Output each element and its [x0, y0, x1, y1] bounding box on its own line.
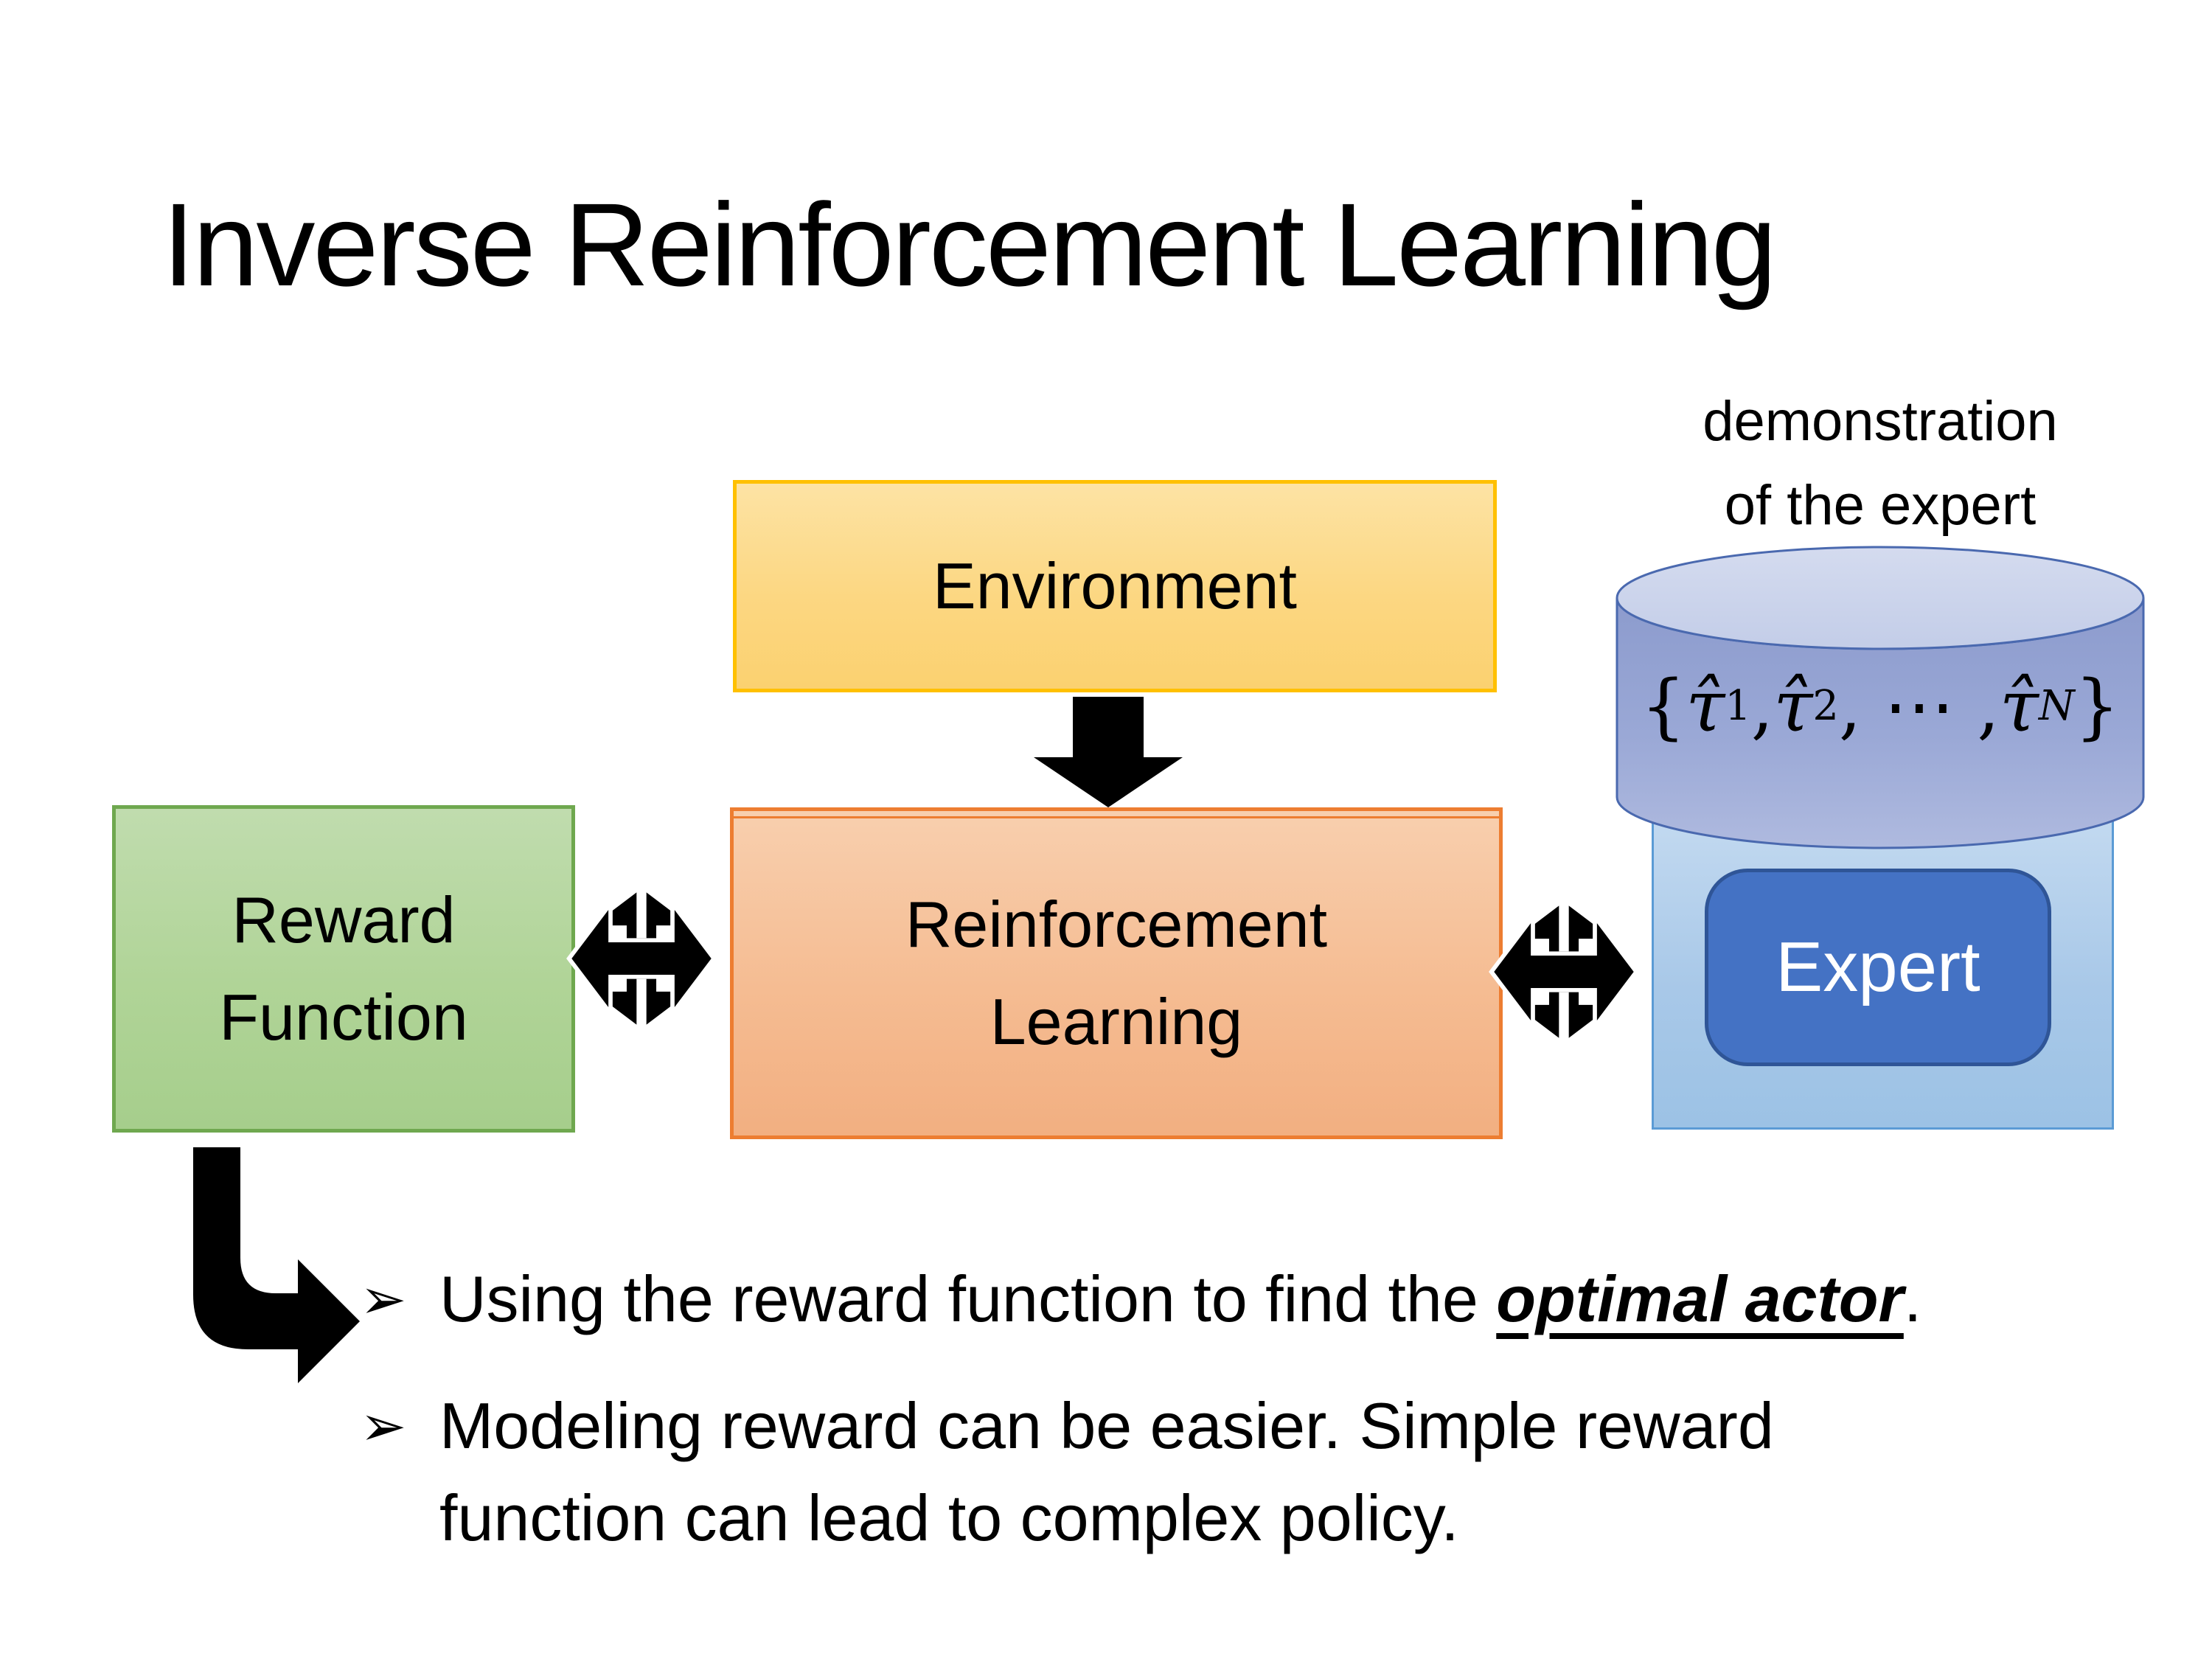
bullet-2-line2: function can lead to complex policy. [439, 1481, 1459, 1554]
reinforcement-learning-box: Reinforcement Learning [730, 807, 1503, 1139]
bullet-item-2: ➢ Modeling reward can be easier. Simple … [360, 1380, 2056, 1565]
formula-tauN: τ̂ [1999, 665, 2039, 748]
page-title: Inverse Reinforcement Learning [162, 178, 1777, 310]
bullet-marker-icon: ➢ [360, 1394, 407, 1458]
formula-brace-open: { [1641, 665, 1686, 748]
reward-function-label-line2: Function [219, 981, 468, 1054]
down-arrow-icon [1034, 697, 1183, 807]
bullet-1-text: Using the reward function to find the op… [439, 1253, 2144, 1346]
reward-function-label-line1: Reward [232, 883, 456, 956]
expert-label: Expert [1775, 928, 1980, 1006]
formula-brace-close: } [2074, 665, 2120, 748]
bullet-item-1: ➢ Using the reward function to find the … [360, 1253, 2144, 1346]
demonstration-label-line2: of the expert [1724, 474, 2037, 537]
expert-box: Expert [1705, 869, 2051, 1066]
double-arrow-left-icon [566, 882, 717, 1035]
bullet-marker-icon: ➢ [360, 1267, 407, 1332]
bent-arrow-icon [193, 1147, 360, 1383]
formula-tau2: τ̂ [1773, 665, 1813, 748]
environment-box: Environment [733, 480, 1497, 692]
bullet-1-emphasis: optimal actor [1496, 1262, 1904, 1335]
formula-sep2: , ⋯ , [1838, 665, 2000, 748]
reinforcement-learning-label-line2: Learning [990, 985, 1243, 1058]
reward-function-box: Reward Function [112, 805, 575, 1133]
bullet-2-line1: Modeling reward can be easier. Simple re… [439, 1389, 1774, 1462]
formula-tau1: τ̂ [1686, 665, 1725, 748]
demonstration-label-line1: demonstration [1703, 390, 2058, 453]
bullet-2-text: Modeling reward can be easier. Simple re… [439, 1380, 2056, 1565]
formula-sep1: , [1750, 665, 1774, 748]
reinforcement-learning-label-line1: Reinforcement [905, 888, 1328, 961]
bullet-1-pre: Using the reward function to find the [439, 1262, 1497, 1335]
environment-label: Environment [932, 549, 1297, 622]
database-cylinder-icon [1615, 546, 2145, 849]
bullet-1-post: . [1903, 1262, 1922, 1335]
trajectory-set-formula: {τ̂1, τ̂2, ⋯ , τ̂N} [1641, 665, 2120, 748]
double-arrow-right-icon [1489, 895, 1639, 1048]
demonstration-label: demonstration of the expert [1607, 380, 2153, 548]
